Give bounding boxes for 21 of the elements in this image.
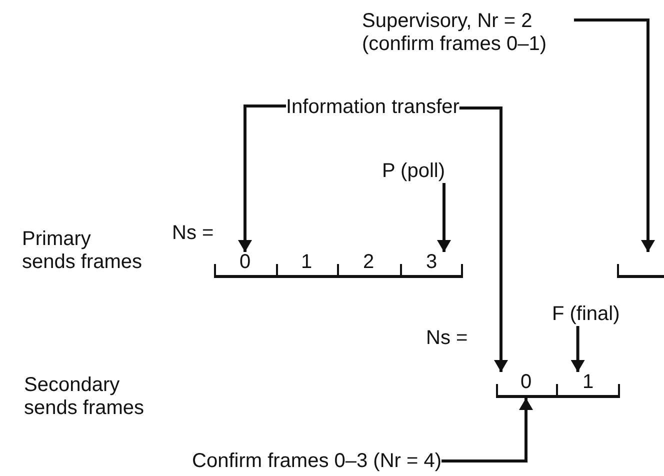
frame-slot: 2 [337, 252, 400, 278]
frame-slot: 0 [496, 372, 556, 398]
arrow [574, 18, 655, 252]
arrow [437, 183, 451, 252]
arrow [459, 106, 508, 372]
frame-slot: 1 [276, 252, 337, 278]
frame-slot: 3 [400, 252, 463, 278]
annotation-label: Supervisory, Nr = 2 (confirm frames 0–1) [362, 10, 574, 56]
frame-slot: 1 [556, 372, 620, 398]
annotation-label: F (final) [552, 303, 620, 326]
frame-slot: 0 [214, 252, 276, 278]
annotation-label: Confirm frames 0–3 (Nr = 4) [192, 450, 442, 473]
annotation-label: P (poll) [382, 160, 445, 183]
row-label: Primary sends frames [22, 228, 144, 274]
sequence-label: Ns = [426, 327, 469, 350]
arrow [570, 326, 585, 372]
arrow [442, 398, 533, 462]
annotation-label: Information transfer [286, 96, 460, 119]
row-label: Secondary sends frames [24, 374, 146, 420]
arrow [238, 104, 286, 252]
sequence-label: Ns = [172, 222, 215, 245]
